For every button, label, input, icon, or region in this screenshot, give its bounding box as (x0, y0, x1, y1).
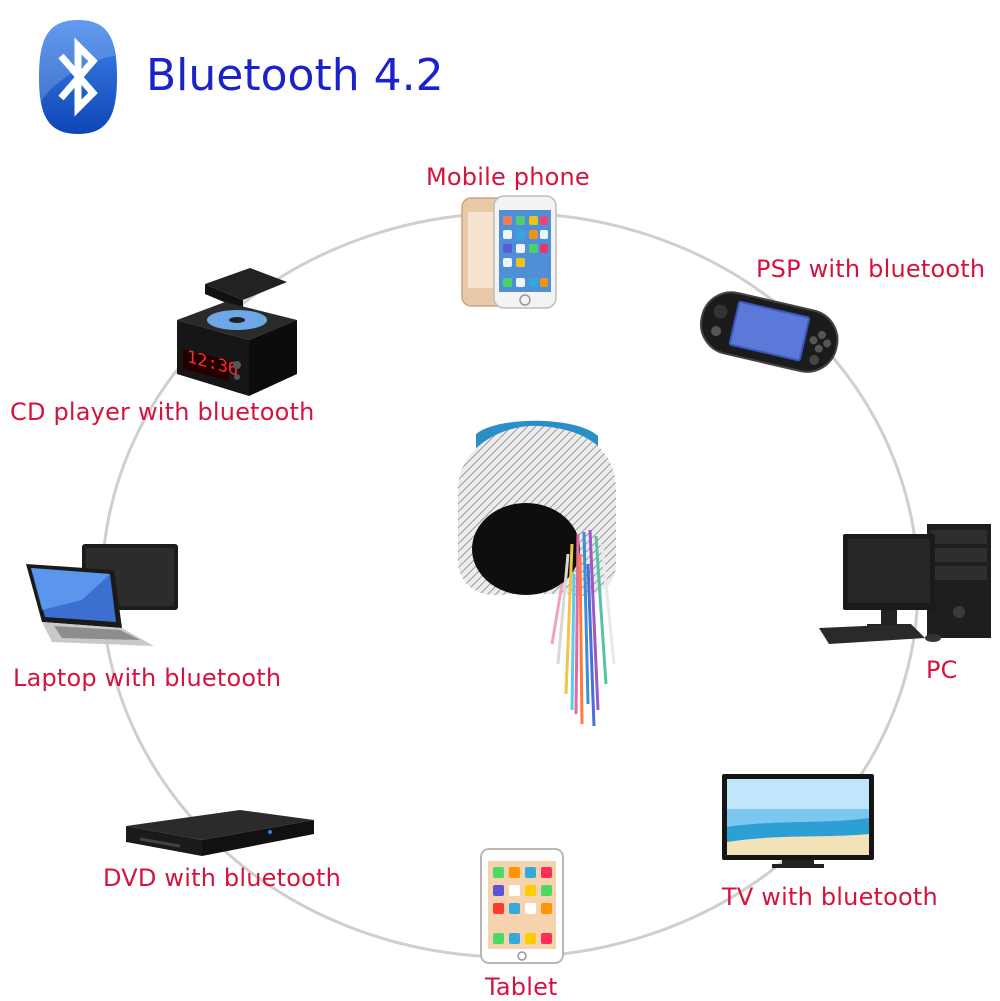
mobile-phone-label: Mobile phone (426, 163, 590, 191)
knit-beanie-with-tassels (448, 414, 628, 734)
psp-label: PSP with bluetooth (756, 255, 986, 283)
bluetooth-icon (35, 18, 121, 136)
laptop-label: Laptop with bluetooth (13, 664, 282, 692)
dvd-player-icon (120, 790, 320, 870)
pc-label: PC (926, 656, 958, 684)
tv-label: TV with bluetooth (722, 883, 938, 911)
handheld-console-icon (694, 283, 844, 383)
page-title: Bluetooth 4.2 (146, 50, 444, 101)
desktop-pc-icon (815, 520, 1000, 652)
tablet-label: Tablet (485, 973, 558, 1001)
tablet-icon (479, 847, 565, 965)
cd-player-icon: 12:36 (165, 262, 310, 402)
tv-icon (718, 772, 878, 872)
cd-player-label: CD player with bluetooth (10, 398, 315, 426)
mobile-phone-icon (460, 194, 560, 312)
laptop-icon (22, 540, 184, 650)
dvd-label: DVD with bluetooth (103, 864, 342, 892)
